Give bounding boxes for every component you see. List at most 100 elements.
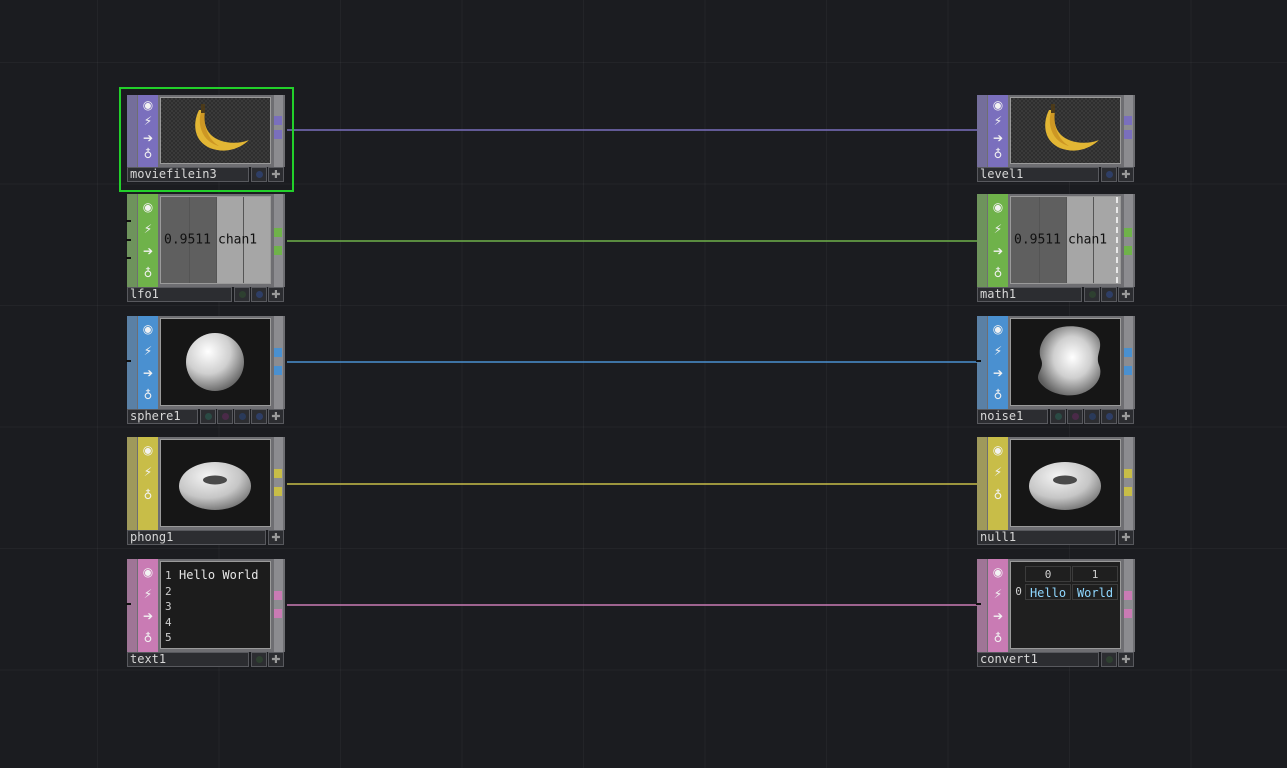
lightning-icon[interactable]: ⚡ — [143, 465, 153, 479]
bomb-icon[interactable]: ♁ — [143, 147, 153, 161]
node-label[interactable]: math1 — [977, 287, 1082, 302]
arrow-right-icon[interactable]: ➔ — [142, 244, 154, 258]
node-label[interactable]: sphere1 — [127, 409, 198, 424]
node-viewer[interactable] — [1010, 97, 1121, 164]
lightning-icon[interactable]: ⚡ — [993, 465, 1003, 479]
lightning-icon[interactable]: ⚡ — [143, 114, 153, 128]
flag[interactable] — [1084, 409, 1100, 424]
flag[interactable] — [1067, 409, 1083, 424]
node-level1[interactable]: ◉ ⚡ ➔ ♁ level1 ✚ — [977, 95, 1135, 184]
arrow-right-icon[interactable]: ➔ — [142, 609, 154, 623]
arrow-right-icon[interactable]: ➔ — [992, 366, 1004, 380]
lightning-icon[interactable]: ⚡ — [993, 344, 1003, 358]
bomb-icon[interactable]: ♁ — [993, 147, 1003, 161]
flag[interactable] — [217, 409, 233, 424]
arrow-right-icon[interactable]: ➔ — [142, 366, 154, 380]
target-icon[interactable]: ◉ — [992, 565, 1004, 579]
node-text1[interactable]: ◉ ⚡ ➔ ♁ 1 2 3 4 5 Hello World text1 — [126, 559, 285, 669]
node-label[interactable]: lfo1 — [127, 287, 232, 302]
viewer-flag[interactable] — [1101, 409, 1117, 424]
node-phong1[interactable]: ◉ ⚡ ♁ phong1 ✚ — [127, 437, 285, 547]
flag[interactable] — [1084, 287, 1100, 302]
text-viewer[interactable]: 1 2 3 4 5 Hello World — [160, 561, 271, 649]
node-noise1[interactable]: ◉ ⚡ ➔ ♁ noise1 ✚ — [976, 316, 1135, 426]
lightning-icon[interactable]: ⚡ — [143, 344, 153, 358]
bomb-icon[interactable]: ♁ — [993, 266, 1003, 280]
node-moviefilein3[interactable]: ◉ ⚡ ➔ ♁ moviefilein3 ✚ — [127, 95, 285, 184]
node-lfo1[interactable]: ◉ ⚡ ➔ ♁ 0.9511 chan1 lfo1 ✚ — [126, 194, 285, 304]
node-viewer[interactable] — [160, 97, 271, 164]
viewer-flag[interactable] — [1101, 652, 1117, 667]
node-math1[interactable]: ◉ ⚡ ➔ ♁ 0.9511 chan1 math1 ✚ — [977, 194, 1135, 304]
node-viewer[interactable] — [1010, 318, 1121, 406]
viewer-flag[interactable] — [251, 652, 267, 667]
add-icon[interactable]: ✚ — [1118, 530, 1134, 545]
bomb-icon[interactable]: ♁ — [993, 388, 1003, 402]
table-cell[interactable]: World — [1072, 584, 1118, 600]
add-icon[interactable]: ✚ — [1118, 167, 1134, 182]
target-icon[interactable]: ◉ — [142, 98, 154, 112]
channel-viewer[interactable]: 0.9511 chan1 — [160, 196, 271, 284]
target-icon[interactable]: ◉ — [992, 322, 1004, 336]
node-label[interactable]: text1 — [127, 652, 249, 667]
bomb-icon[interactable]: ♁ — [143, 488, 153, 502]
add-icon[interactable]: ✚ — [268, 167, 284, 182]
node-viewer[interactable] — [160, 318, 271, 406]
add-icon[interactable]: ✚ — [268, 652, 284, 667]
node-label[interactable]: null1 — [977, 530, 1116, 545]
viewer-flag[interactable] — [251, 287, 267, 302]
node-label[interactable]: moviefilein3 — [127, 167, 249, 182]
target-icon[interactable]: ◉ — [142, 200, 154, 214]
lightning-icon[interactable]: ⚡ — [993, 222, 1003, 236]
channel-value: 0.9511 — [164, 232, 211, 248]
target-icon[interactable]: ◉ — [992, 98, 1004, 112]
add-icon[interactable]: ✚ — [1118, 287, 1134, 302]
arrow-right-icon[interactable]: ➔ — [992, 131, 1004, 145]
bomb-icon[interactable]: ♁ — [143, 631, 153, 645]
bomb-icon[interactable]: ♁ — [143, 266, 153, 280]
add-icon[interactable]: ✚ — [268, 287, 284, 302]
arrow-right-icon[interactable]: ➔ — [142, 131, 154, 145]
lightning-icon[interactable]: ⚡ — [993, 587, 1003, 601]
node-viewer[interactable] — [160, 439, 271, 527]
channel-viewer[interactable]: 0.9511 chan1 — [1010, 196, 1121, 284]
column-header: 1 — [1072, 566, 1118, 582]
flag[interactable] — [1050, 409, 1066, 424]
node-viewer[interactable] — [1010, 439, 1121, 527]
node-label[interactable]: noise1 — [977, 409, 1048, 424]
node-label[interactable]: phong1 — [127, 530, 266, 545]
viewer-flag[interactable] — [1101, 167, 1117, 182]
table-cell[interactable]: Hello — [1025, 584, 1071, 600]
node-null1[interactable]: ◉ ⚡ ♁ null1 ✚ — [977, 437, 1135, 547]
bomb-icon[interactable]: ♁ — [993, 488, 1003, 502]
target-icon[interactable]: ◉ — [992, 200, 1004, 214]
arrow-right-icon[interactable]: ➔ — [992, 244, 1004, 258]
flag[interactable] — [234, 287, 250, 302]
viewer-flag[interactable] — [251, 409, 267, 424]
bomb-icon[interactable]: ♁ — [143, 388, 153, 402]
target-icon[interactable]: ◉ — [142, 322, 154, 336]
node-label[interactable]: convert1 — [977, 652, 1099, 667]
lightning-icon[interactable]: ⚡ — [143, 587, 153, 601]
viewer-flag[interactable] — [1101, 287, 1117, 302]
flag[interactable] — [200, 409, 216, 424]
arrow-right-icon[interactable]: ➔ — [992, 609, 1004, 623]
node-label[interactable]: level1 — [977, 167, 1099, 182]
banana-image — [195, 104, 249, 151]
target-icon[interactable]: ◉ — [992, 443, 1004, 457]
lightning-icon[interactable]: ⚡ — [143, 222, 153, 236]
add-icon[interactable]: ✚ — [1118, 409, 1134, 424]
table-viewer[interactable]: 0 1 0 Hello World — [1010, 561, 1121, 649]
node-convert1[interactable]: ◉ ⚡ ➔ ♁ 0 1 0 Hello World convert1 ✚ — [976, 559, 1135, 669]
bomb-icon[interactable]: ♁ — [993, 631, 1003, 645]
add-icon[interactable]: ✚ — [268, 530, 284, 545]
flag[interactable] — [234, 409, 250, 424]
add-icon[interactable]: ✚ — [268, 409, 284, 424]
lightning-icon[interactable]: ⚡ — [993, 114, 1003, 128]
target-icon[interactable]: ◉ — [142, 443, 154, 457]
node-sphere1[interactable]: ◉ ⚡ ➔ ♁ sphere1 ✚ — [126, 316, 285, 426]
target-icon[interactable]: ◉ — [142, 565, 154, 579]
viewer-flag[interactable] — [251, 167, 267, 182]
add-icon[interactable]: ✚ — [1118, 652, 1134, 667]
